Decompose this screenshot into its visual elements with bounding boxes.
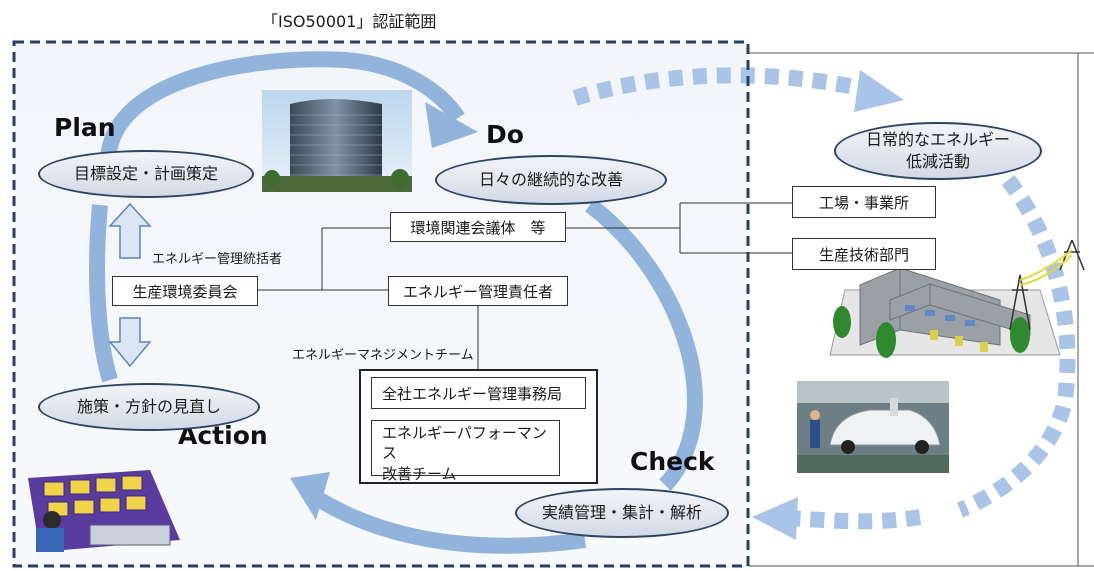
check-ellipse: 実績管理・集計・解析	[515, 488, 729, 538]
pdca-arrowheads	[290, 102, 478, 520]
daily-activity-line1: 日常的なエネルギー	[865, 130, 1010, 150]
production-engineering-box: 生産技術部門	[792, 238, 936, 270]
factory-illustration	[829, 239, 1085, 358]
environment-council-box: 環境関連会議体 等	[390, 212, 566, 242]
control-room-illustration	[28, 470, 180, 552]
hollow-up-arrow	[108, 202, 152, 259]
hollow-down-arrow	[108, 317, 152, 368]
production-environment-committee-box: 生産環境委員会	[112, 276, 258, 306]
plan-ellipse: 目標設定・計画策定	[38, 150, 254, 198]
factory-office-box: 工場・事業所	[792, 186, 936, 218]
pdca-cycle-arrow	[89, 51, 704, 554]
performance-team-line1: エネルギーパフォーマンス	[382, 424, 547, 463]
iso-scope-title: 「ISO50001」認証範囲	[262, 12, 437, 31]
company-energy-office-box: 全社エネルギー管理事務局	[371, 377, 586, 409]
energy-chief-label: エネルギー管理統括者	[152, 252, 283, 267]
daily-activity-line2: 低減活動	[905, 152, 970, 171]
energy-management-team-label: エネルギーマネジメントチーム	[292, 348, 474, 363]
outer-frame	[748, 52, 1094, 567]
energy-manager-box: エネルギー管理責任者	[388, 276, 568, 306]
action-ellipse: 施策・方針の見直し	[38, 383, 260, 431]
car-assembly-photo	[797, 381, 949, 473]
office-building-photo	[262, 90, 412, 192]
energy-performance-team-box: エネルギーパフォーマンス 改善チーム	[371, 420, 560, 483]
phase-check-label: Check	[630, 447, 715, 476]
phase-plan-label: Plan	[54, 113, 116, 142]
daily-activity-ellipse: 日常的なエネルギー 低減活動	[834, 122, 1042, 180]
org-connector-lines	[258, 202, 792, 369]
do-ellipse: 日々の継続的な改善	[435, 155, 667, 205]
dashed-arrowheads	[752, 70, 904, 540]
iso-scope-border	[12, 40, 750, 568]
performance-team-line2: 改善チーム	[382, 464, 457, 483]
phase-do-label: Do	[486, 120, 524, 149]
